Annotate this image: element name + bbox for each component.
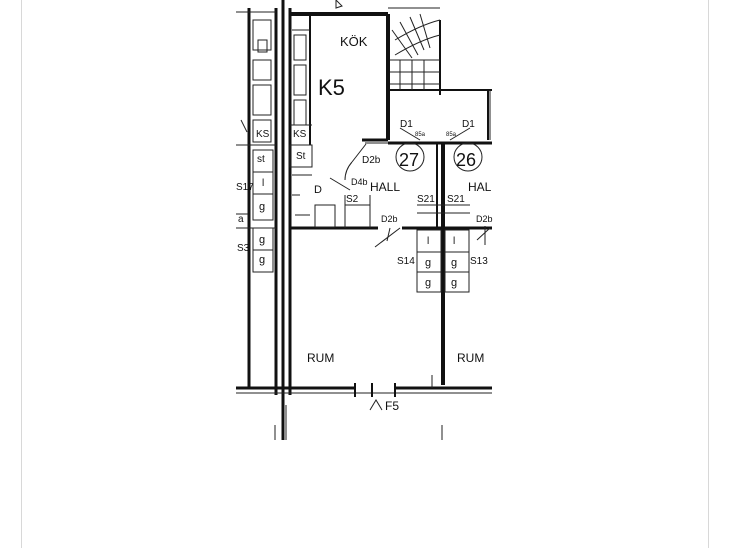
label-door-d2b-c: D2b [476, 214, 493, 224]
label-l-1: l [262, 178, 264, 189]
wardrobes [416, 204, 470, 293]
plan-labels: KÖK K5 27 26 HALL HAL RUM RUM D1 D1 85a … [236, 34, 493, 413]
label-s3: S3 [237, 243, 250, 254]
label-g-2: g [259, 234, 265, 246]
label-ks-2: KS [293, 129, 307, 140]
label-k5: K5 [318, 75, 345, 100]
label-g-5: g [451, 257, 457, 269]
label-s13: S13 [470, 256, 488, 267]
label-unit-27: 27 [399, 150, 419, 170]
label-g-6: g [425, 277, 431, 289]
label-g-4: g [425, 257, 431, 269]
room-walls [236, 90, 492, 440]
label-room-2: RUM [457, 351, 484, 365]
hall-walls [290, 127, 492, 385]
label-s2: S2 [346, 194, 359, 205]
label-g-7: g [451, 277, 457, 289]
label-l-2: l [427, 236, 429, 247]
label-g-1: g [259, 201, 265, 213]
label-door-d4b: D4b [351, 177, 368, 187]
label-door-d1-a: D1 [400, 119, 413, 130]
label-door-d1-b: D1 [462, 119, 475, 130]
label-a-1: a [238, 214, 244, 225]
label-s17: S17 [236, 182, 254, 193]
label-ks-1: KS [256, 129, 270, 140]
label-st-1: St [296, 151, 306, 162]
label-l-3: l [453, 236, 455, 247]
label-kitchen: KÖK [340, 34, 368, 49]
label-85a-b: 85a [446, 132, 457, 138]
drawing-frame [21, 0, 709, 548]
central-wall [274, 0, 292, 440]
label-door-d2b-a: D2b [362, 155, 381, 166]
label-s14: S14 [397, 256, 415, 267]
label-hall-1: HALL [370, 180, 400, 194]
label-85a-a: 85a [415, 132, 426, 138]
label-room-1: RUM [307, 351, 334, 365]
label-hall-2: HAL [468, 180, 492, 194]
label-unit-26: 26 [456, 150, 476, 170]
label-s21-a: S21 [417, 194, 435, 205]
label-s21-b: S21 [447, 194, 465, 205]
label-g-3: g [259, 254, 265, 266]
label-st-2: st [257, 154, 265, 165]
staircase [388, 7, 492, 140]
label-door-d: D [314, 184, 322, 196]
kitchen-room [289, 0, 390, 168]
label-window-f5: F5 [385, 399, 399, 413]
label-door-d2b-b: D2b [381, 214, 398, 224]
left-storage-column [236, 8, 278, 395]
